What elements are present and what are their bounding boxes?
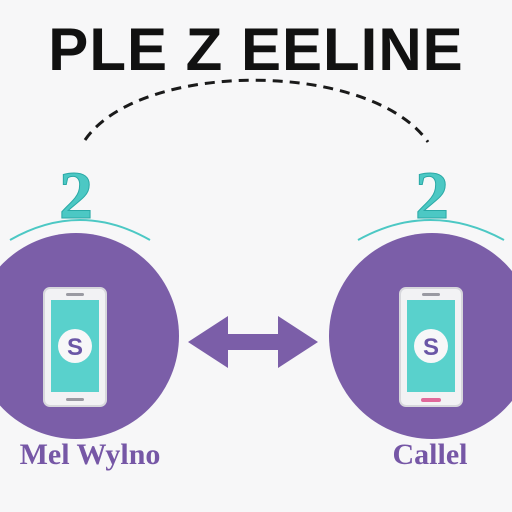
right-smartphone-icon <box>399 287 463 407</box>
left-node-label: Mel Wylno <box>19 438 161 471</box>
dashed-connection-arc <box>83 78 430 143</box>
right-signal-icon <box>357 219 505 241</box>
left-smartphone-icon <box>43 287 107 407</box>
left-payment-badge: S <box>67 334 83 361</box>
right-node-label: Callel <box>392 438 468 471</box>
right-payment-badge: S <box>423 334 439 361</box>
page-title: PLE Z EELINE <box>48 16 464 83</box>
left-signal-glyph: 2 <box>59 157 93 233</box>
left-signal-icon <box>9 219 151 241</box>
double-arrow-icon <box>188 316 318 368</box>
right-signal-glyph: 2 <box>415 157 449 233</box>
